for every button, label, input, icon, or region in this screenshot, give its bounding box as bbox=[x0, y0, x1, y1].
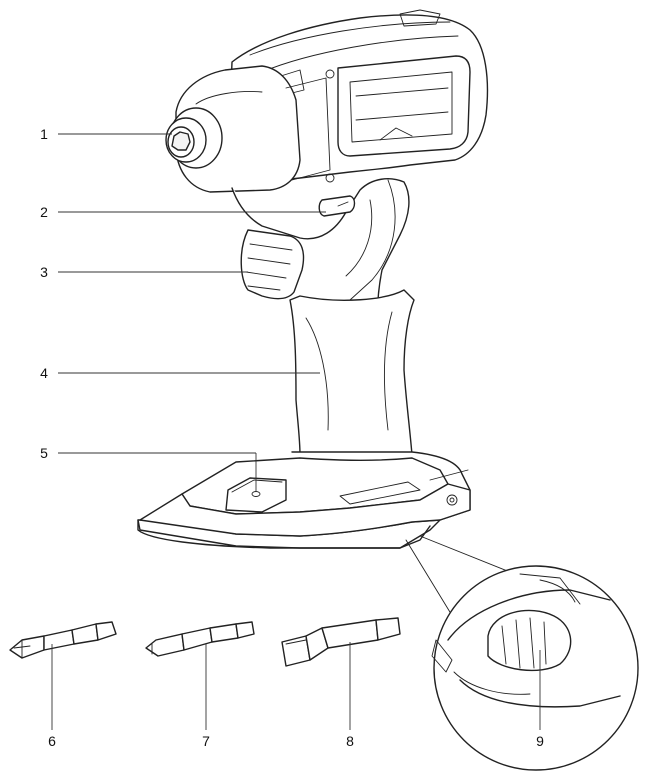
leader-lines bbox=[51, 133, 541, 730]
battery-mount-base bbox=[137, 451, 471, 549]
forward-reverse-lever bbox=[318, 195, 356, 217]
detail-inset-circle bbox=[405, 535, 639, 771]
callout-7: 7 bbox=[202, 733, 210, 749]
callout-1: 1 bbox=[40, 126, 48, 142]
callout-4: 4 bbox=[40, 365, 48, 381]
trigger-switch bbox=[240, 229, 305, 300]
callout-5: 5 bbox=[40, 445, 48, 461]
square-drive-bit bbox=[281, 617, 401, 667]
callout-8: 8 bbox=[346, 733, 354, 749]
callout-9: 9 bbox=[536, 733, 544, 749]
torx-bit bbox=[145, 621, 255, 657]
callout-2: 2 bbox=[40, 204, 48, 220]
bit-holder-chuck bbox=[165, 107, 223, 169]
callout-3: 3 bbox=[40, 264, 48, 280]
phillips-bit bbox=[9, 621, 117, 659]
callout-labels: 1 2 3 4 5 6 7 8 9 bbox=[40, 126, 544, 749]
handle-grip bbox=[289, 179, 415, 456]
callout-6: 6 bbox=[48, 733, 56, 749]
impact-driver-body bbox=[137, 9, 489, 549]
